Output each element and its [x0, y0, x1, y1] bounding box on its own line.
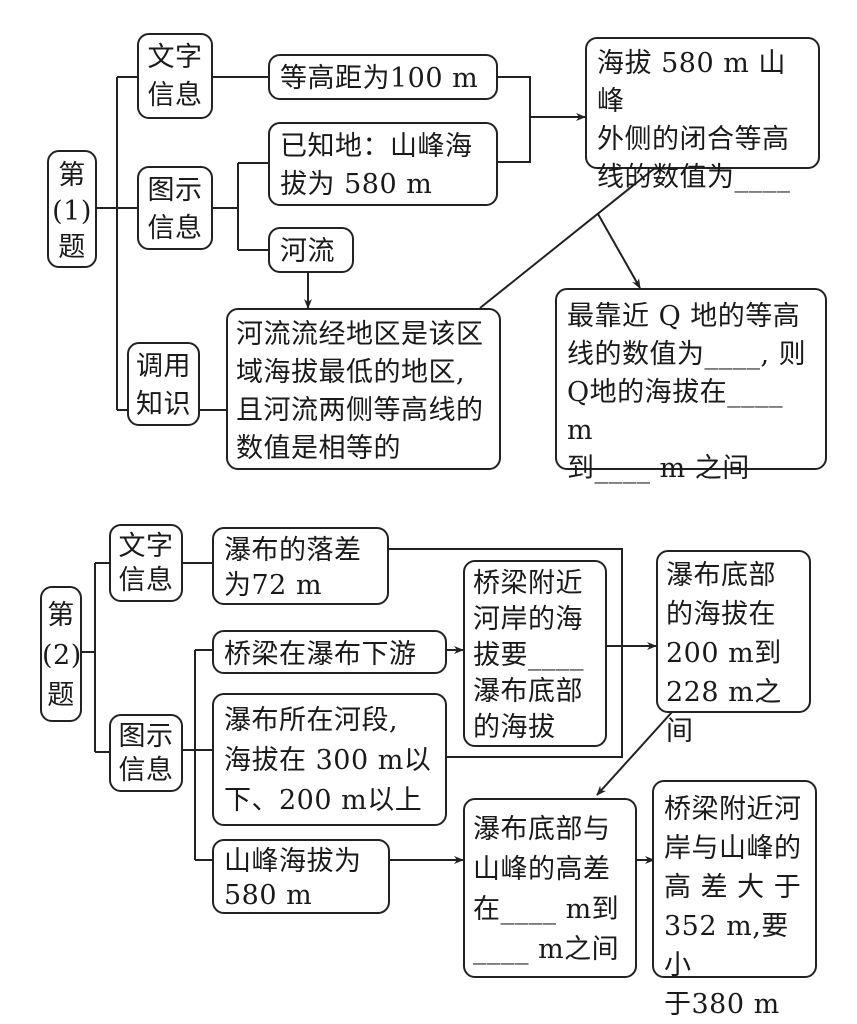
q2-bridge-peak-diff: 桥梁附近河 岸与山峰的 高 差 大 于 352 m,要小 于380 m: [652, 780, 817, 1020]
q2-bridge-bank: 桥梁附近 河岸的海 拔要____ 瀑布底部 的海拔: [463, 560, 607, 747]
q2-connectors: [82, 548, 673, 864]
q2-peak-elevation: 山峰海拔为 580 m: [212, 839, 390, 914]
q1-root: 第 (1) 题: [47, 150, 97, 268]
q2-height-diff: 瀑布底部与 山峰的高差 在____ m到 ____ m之间: [463, 798, 637, 978]
q1-branch-knowledge: 调用 知识: [127, 342, 200, 426]
q2-root: 第 (2) 题: [40, 586, 82, 722]
q1-river: 河流: [268, 227, 354, 273]
q1-branch-text-info: 文字 信息: [137, 33, 213, 119]
q1-q-point: 最靠近 Q 地的等高 线的数值为____, 则 Q地的海拔在____ m 到__…: [555, 288, 827, 484]
q2-waterfall-base: 瀑布底部 的海拔在 200 m到 228 m之间: [656, 550, 811, 747]
q1-known-peak: 已知地：山峰海 拔为 580 m: [268, 122, 498, 206]
q1-river-knowledge: 河流流经地区是该区 域海拔最低的地区, 且河流两侧等高线的 数值是相等的: [226, 308, 501, 470]
q1-contour-interval: 等高距为100 m: [268, 54, 498, 100]
q2-waterfall-drop: 瀑布的落差 为72 m: [212, 527, 389, 605]
q2-branch-figure-info: 图示 信息: [109, 714, 183, 792]
q1-closed-contour: 海拔 580 m 山峰 外侧的闭合等高 线的数值为____: [585, 37, 820, 193]
q2-bridge-downstream: 桥梁在瀑布下游: [212, 630, 447, 674]
q2-branch-text-info: 文字 信息: [109, 524, 183, 602]
q1-branch-figure-info: 图示 信息: [137, 166, 213, 250]
q2-river-section: 瀑布所在河段, 海拔在 300 m以 下、200 m以上: [212, 693, 447, 826]
